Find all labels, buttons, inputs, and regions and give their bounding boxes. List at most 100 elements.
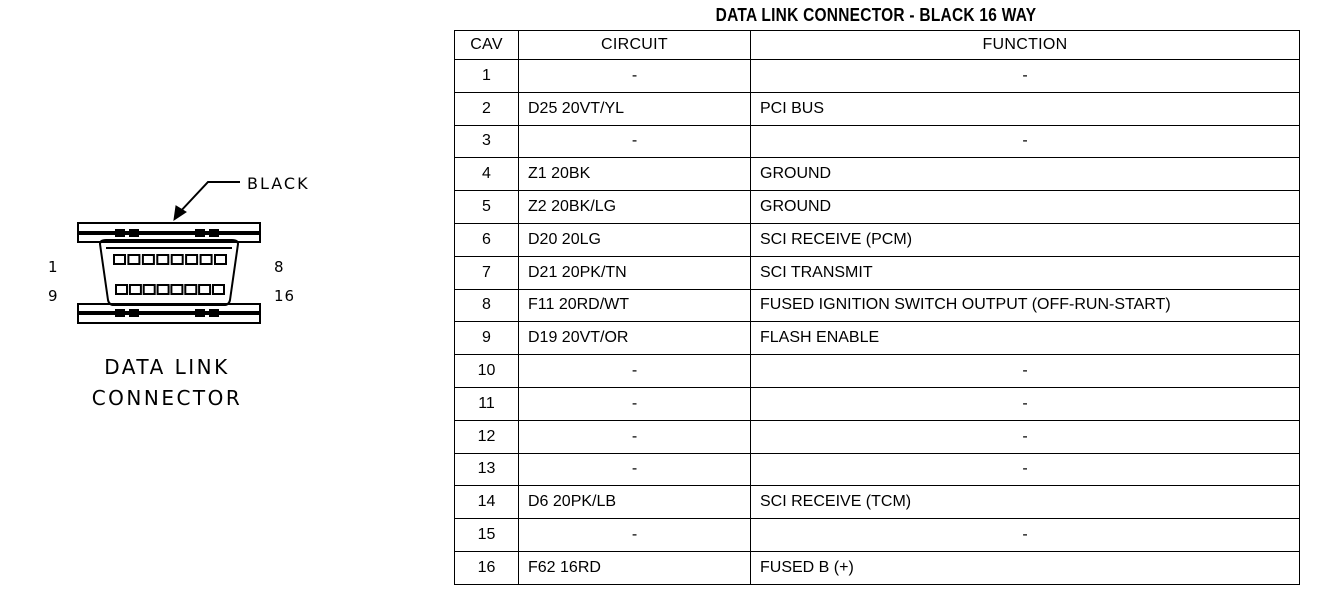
cav-cell: 3 [454,124,519,159]
function-cell: SCI RECEIVE (PCM) [750,222,1300,257]
pin-cavity [141,254,155,265]
pin-cavity [170,254,184,265]
housing-top-rail [77,222,261,233]
cav-cell: 15 [454,518,519,552]
cav-cell: 11 [454,386,519,421]
circuit-cell: - [518,452,751,487]
cav-cell: 12 [454,419,519,454]
circuit-cell: D25 20VT/YL [518,91,751,126]
function-cell: - [750,124,1300,159]
pin-cavity [170,284,184,295]
circuit-cell: D6 20PK/LB [518,485,751,520]
table-row: 3-- [454,124,1300,159]
circuit-cell: Z2 20BK/LG [518,190,751,224]
connector-diagram [77,181,261,324]
caption-line-1: DATA LINK [104,355,230,379]
circuit-cell: Z1 20BK [518,157,751,192]
cav-cell: 16 [454,550,519,585]
pin-cavity [185,254,199,265]
header-function: FUNCTION [750,30,1300,60]
connector-body [98,239,240,306]
pin-cavity [128,284,142,295]
cav-cell: 9 [454,321,519,356]
pointer-arrow [177,181,240,215]
cav-cell: 10 [454,354,519,388]
connector-caption: DATA LINK CONNECTOR [62,352,272,414]
function-cell: PCI BUS [750,91,1300,126]
function-cell: SCI RECEIVE (TCM) [750,485,1300,520]
cav-cell: 2 [454,91,519,126]
pin-cavity [113,254,126,265]
circuit-cell: D21 20PK/TN [518,255,751,290]
function-cell: - [750,518,1300,552]
pin-label-1: 1 [48,258,59,276]
table-header-row: CAV CIRCUIT FUNCTION [454,30,1300,60]
header-cav: CAV [454,30,519,60]
pin-cavity [156,284,170,295]
circuit-cell: F11 20RD/WT [518,288,751,323]
circuit-cell: F62 16RD [518,550,751,585]
table-row: 13-- [454,452,1300,487]
pin-cavity [184,284,198,295]
circuit-cell: - [518,518,751,552]
table-title: DATA LINK CONNECTOR - BLACK 16 WAY [715,5,1037,25]
pin-cavity [142,284,156,295]
function-cell: - [750,419,1300,454]
cav-cell: 5 [454,190,519,224]
table-row: 12-- [454,419,1300,454]
pin-row-top [113,254,227,265]
pin-cavity [198,284,212,295]
table-row: 15-- [454,518,1300,552]
cav-cell: 6 [454,222,519,257]
cav-cell: 8 [454,288,519,323]
arrow-head [173,205,187,222]
housing-top-inner [77,233,261,243]
cav-cell: 4 [454,157,519,192]
pin-cavity [156,254,170,265]
circuit-cell: - [518,386,751,421]
color-label: BLACK [247,174,310,193]
circuit-cell: D20 20LG [518,222,751,257]
table-row: 10-- [454,354,1300,388]
circuit-cell: - [518,124,751,159]
header-circuit: CIRCUIT [518,30,751,60]
circuit-cell: - [518,419,751,454]
cav-cell: 1 [454,59,519,93]
circuit-cell: - [518,354,751,388]
pin-row-bottom [115,284,225,295]
pin-label-8: 8 [274,258,285,276]
function-cell: - [750,354,1300,388]
function-cell: FLASH ENABLE [750,321,1300,356]
pin-cavity [199,254,213,265]
pin-label-9: 9 [48,287,59,305]
function-cell: GROUND [750,190,1300,224]
function-cell: SCI TRANSMIT [750,255,1300,290]
housing-bottom-rail [77,313,261,324]
pin-cavity [214,254,227,265]
pin-label-16: 16 [274,287,296,305]
function-cell: GROUND [750,157,1300,192]
function-cell: FUSED IGNITION SWITCH OUTPUT (OFF-RUN-ST… [750,288,1300,323]
circuit-cell: - [518,59,751,93]
cav-cell: 13 [454,452,519,487]
pin-cavity [115,284,128,295]
function-cell: - [750,386,1300,421]
caption-line-2: CONNECTOR [91,386,243,410]
cav-cell: 14 [454,485,519,520]
pin-cavity [127,254,141,265]
function-cell: - [750,452,1300,487]
cav-cell: 7 [454,255,519,290]
table-row: 1-- [454,59,1300,93]
table-row: 11-- [454,386,1300,421]
function-cell: FUSED B (+) [750,550,1300,585]
